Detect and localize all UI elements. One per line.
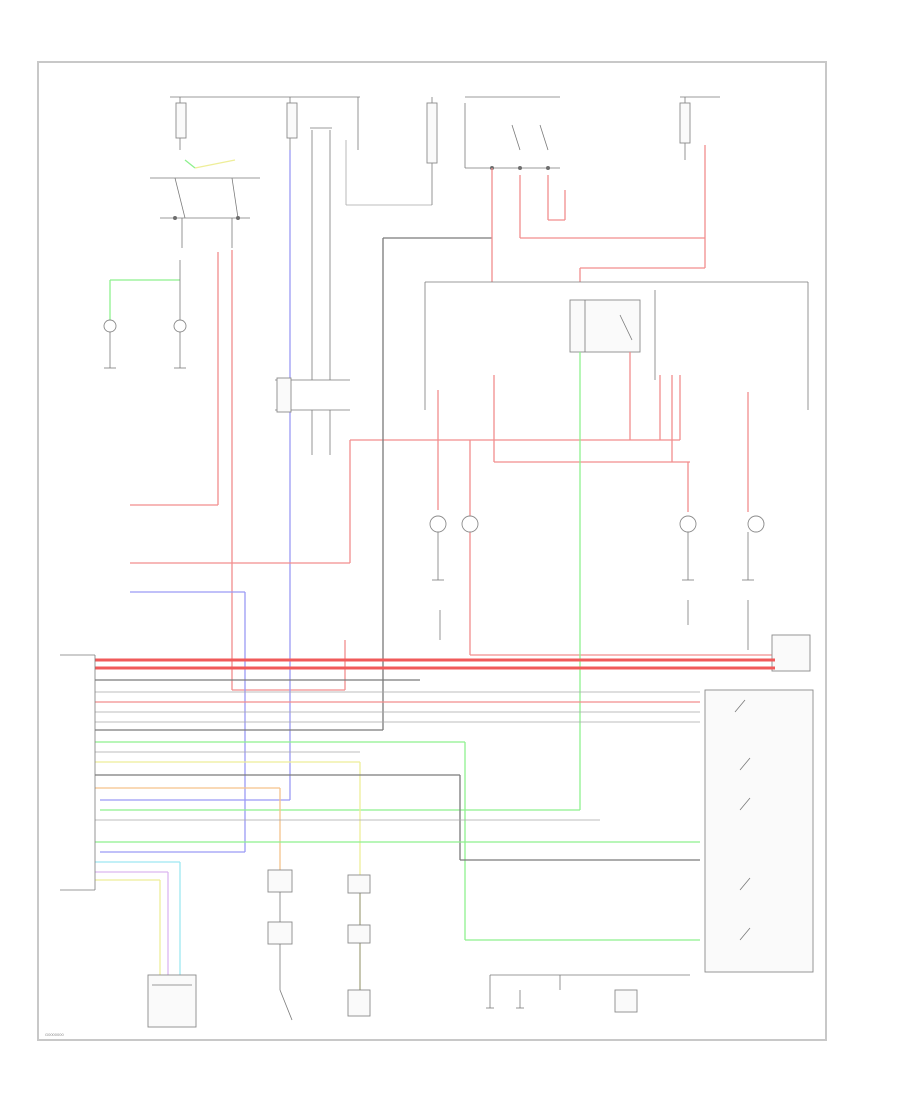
top-right-switch bbox=[464, 96, 720, 170]
bottom-components bbox=[267, 869, 690, 1021]
diagram-frame bbox=[37, 61, 827, 1041]
headlight-switch bbox=[150, 177, 260, 248]
relay-icon bbox=[569, 299, 641, 353]
lamp-icon bbox=[429, 515, 447, 533]
top-fuse-block bbox=[170, 96, 438, 206]
right-lamps bbox=[429, 515, 765, 650]
lamp-icon bbox=[679, 515, 697, 533]
left-connector-strip bbox=[60, 654, 96, 891]
connector-icon bbox=[771, 634, 811, 672]
left-lamps bbox=[103, 260, 187, 369]
lamp-icon bbox=[747, 515, 765, 533]
headlight-relay bbox=[569, 299, 641, 353]
lamp-icon bbox=[461, 515, 479, 533]
lower-harness bbox=[95, 658, 775, 990]
connector-icon bbox=[147, 974, 197, 1028]
lamp-icon bbox=[103, 319, 117, 333]
relay-icon bbox=[276, 377, 292, 413]
relay-block bbox=[275, 205, 350, 455]
diagram-code: G0000000 bbox=[45, 1032, 64, 1037]
dimmer-switch bbox=[704, 689, 814, 973]
lamp-icon bbox=[173, 319, 187, 333]
